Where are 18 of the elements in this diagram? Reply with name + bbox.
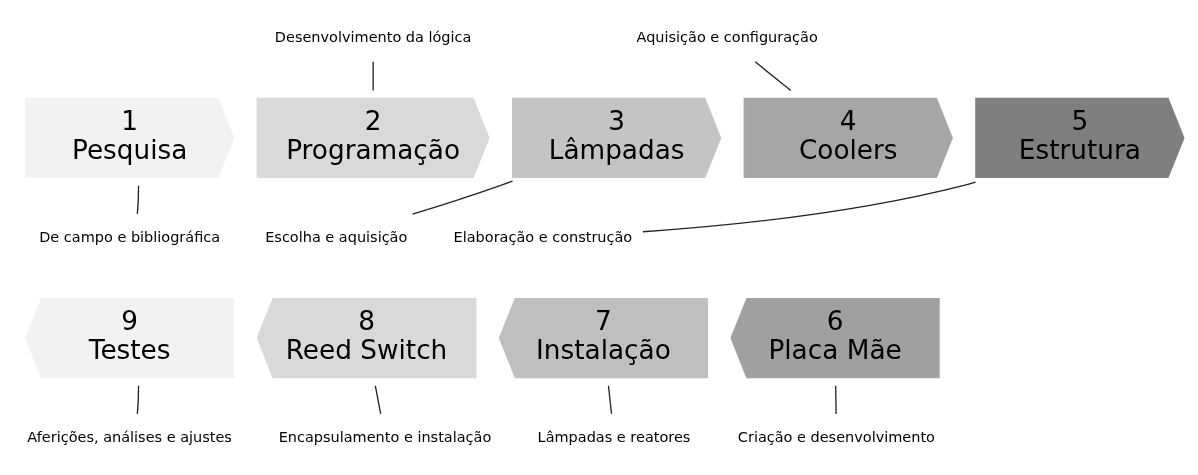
connector bbox=[641, 181, 976, 232]
connector bbox=[411, 179, 513, 215]
connector bbox=[374, 384, 381, 415]
node-text: Encapsulamento e instalação bbox=[278, 428, 491, 445]
connector bbox=[136, 184, 139, 215]
node-text: Aferições, análises e ajustes bbox=[26, 428, 232, 445]
node-text: Desenvolvimento da lógica bbox=[274, 28, 471, 45]
connector bbox=[834, 384, 837, 415]
connector bbox=[371, 60, 374, 91]
node-text: De campo e bibliográfica bbox=[38, 228, 220, 245]
connector bbox=[136, 384, 139, 415]
node-text: Elaboração e construção bbox=[453, 228, 632, 245]
connector bbox=[754, 60, 791, 91]
connector bbox=[607, 384, 612, 415]
node-text: Escolha e aquisição bbox=[264, 228, 407, 245]
node-text: Aquisição e configuração bbox=[636, 28, 818, 45]
node-text: Criação e desenvolvimento bbox=[737, 428, 935, 445]
node-text: Lâmpadas e reatores bbox=[537, 428, 690, 445]
